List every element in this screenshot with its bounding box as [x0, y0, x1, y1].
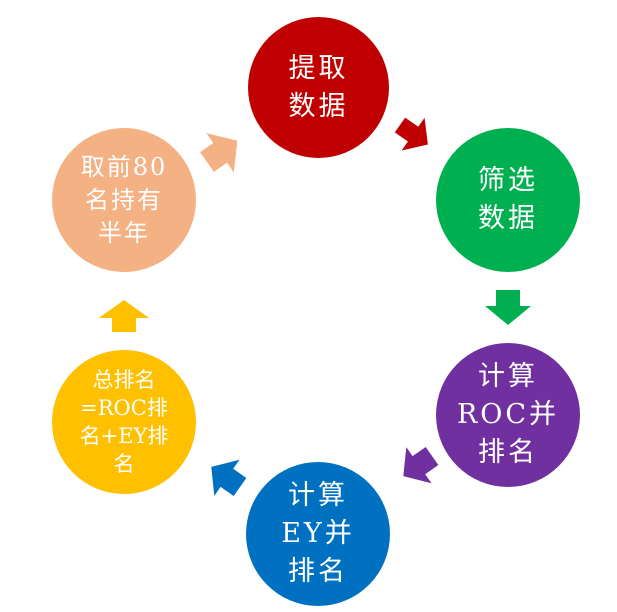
- node-label-line: 提取: [288, 52, 349, 84]
- node-label-line: 计算: [478, 361, 538, 392]
- node-label-line: 名+EY排: [79, 424, 169, 448]
- node-label-line: 筛选: [478, 165, 538, 196]
- node-label-line: 排名: [288, 556, 348, 587]
- node-label-line: 排名: [478, 437, 538, 468]
- node-calc-ey-rank: 计算 EY并 排名: [246, 462, 390, 606]
- node-label-line: 半年: [98, 218, 150, 247]
- node-calc-roc-rank: 计算 ROC并 排名: [436, 343, 580, 487]
- node-label-line: 数据: [478, 203, 538, 234]
- node-label-line: 名持有: [85, 185, 163, 214]
- node-label-line: 名: [113, 452, 135, 476]
- node-filter-data: 筛选 数据: [436, 128, 580, 272]
- arrow-total-to-hold: [99, 300, 149, 332]
- arrow-extract-to-filter: [394, 117, 428, 151]
- node-label-line: 取前80: [80, 152, 168, 181]
- arrow-filter-to-roc: [485, 290, 531, 325]
- node-label-line: EY并: [281, 518, 355, 549]
- node-total-rank: 总排名 =ROC排 名+EY排 名: [52, 350, 196, 494]
- node-label-line: 总排名: [92, 368, 156, 392]
- node-hold-top80: 取前80 名持有 半年: [52, 128, 196, 272]
- arrow-roc-to-ey: [403, 446, 439, 484]
- node-label-line: 数据: [288, 90, 349, 122]
- node-label-line: =ROC排: [80, 396, 168, 420]
- node-label-line: 计算: [288, 480, 348, 511]
- arrow-ey-to-total: [211, 459, 247, 497]
- node-label-line: ROC并: [456, 399, 560, 430]
- arrow-hold-to-extract: [200, 133, 238, 173]
- node-extract-data: 提取 数据: [248, 17, 389, 158]
